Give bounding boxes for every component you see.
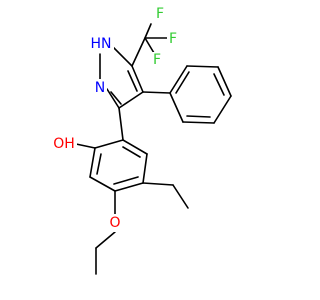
bond-phenyl-2 (186, 65, 219, 68)
ethoxy-o-label: O (109, 215, 120, 231)
fluorine-label-2: F (169, 31, 177, 47)
bond-cf3-pyrazole (131, 37, 146, 67)
fluorine-label-3: F (153, 52, 161, 68)
bond-pyrazole-c3-c4 (118, 91, 144, 109)
bond-pyrazole-c4-c5-inner (127, 70, 138, 92)
bond-phenyl-5-inner (186, 115, 211, 118)
fluorine-label-1: F (156, 6, 164, 22)
bond-phenyl-3 (217, 66, 232, 97)
bond-benzene-5 (142, 153, 148, 184)
bonds (75, 23, 232, 275)
bond-benzene-6 (122, 139, 148, 155)
bond-phenyl-4 (213, 95, 232, 124)
bond-pyrazole-n-c3-inner (110, 91, 122, 105)
phenol-oh-label: OH (53, 136, 75, 152)
bond-phenyl-1-inner (175, 71, 190, 94)
molecule-structure-diagram: F F F HN N OH O (51, 5, 232, 275)
pyrazole-n-label: N (95, 80, 105, 96)
bond-phenyl-6 (169, 92, 184, 123)
bond-benzene-3 (89, 176, 116, 192)
bond-benzene-2 (89, 147, 96, 178)
bond-pyrazole-phenyl (142, 91, 171, 94)
bond-pyrazole-benzene (118, 107, 124, 141)
bond-benzene-6-inner (122, 146, 141, 158)
bond-cf3-f1 (144, 23, 152, 39)
bond-benzene-4 (114, 182, 144, 192)
bond-ethoxy-1 (95, 231, 116, 249)
bond-phenyl-3-inner (213, 73, 225, 96)
bond-ethyl-1 (142, 182, 174, 186)
bond-ethyl-2 (172, 184, 189, 209)
bond-benzene-1 (94, 139, 124, 149)
bond-benzene-4-inner (113, 176, 139, 185)
bond-pyrazole-c4-c5 (131, 65, 144, 93)
bond-phenyl-1 (169, 65, 188, 94)
bond-benzene-2-inner (96, 153, 102, 175)
bond-benzene-oh (75, 143, 96, 149)
bond-pyrazole-n-c3 (106, 88, 120, 109)
bond-cf3-f3 (144, 37, 155, 54)
bond-phenyl-5 (182, 121, 215, 124)
pyrazole-nh-label: HN (91, 36, 112, 52)
atom-labels: F F F HN N OH O (51, 5, 180, 232)
